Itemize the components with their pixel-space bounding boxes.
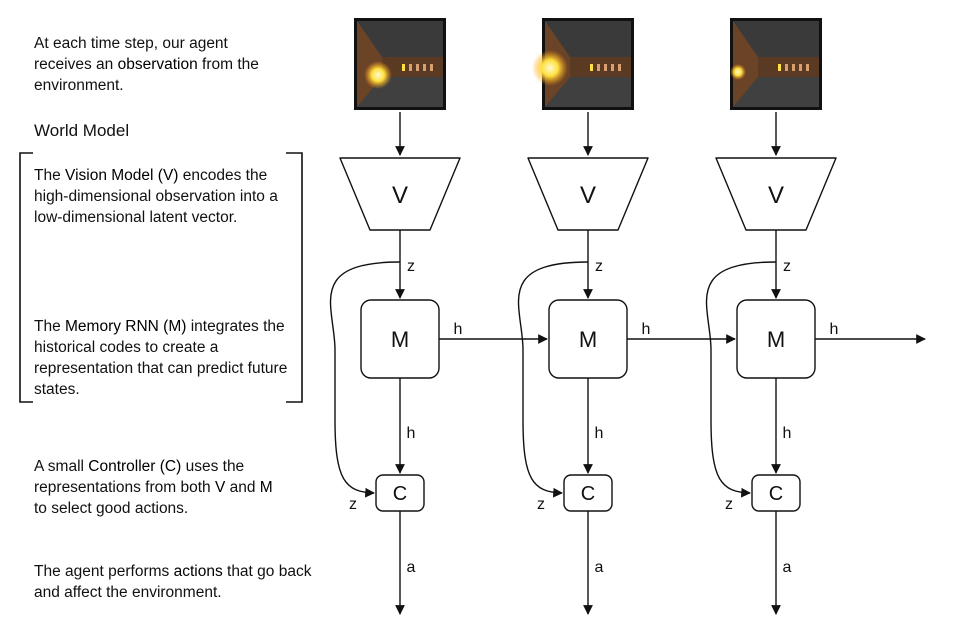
latent-skip-arrow [517, 261, 589, 498]
controller-description: A small Controller (C) uses the represen… [34, 458, 273, 517]
wall-light [792, 64, 795, 71]
fireball [532, 50, 568, 86]
latent-label: z [407, 258, 415, 275]
wall-light [604, 64, 607, 71]
wall-light [799, 64, 802, 71]
wall-light [785, 64, 788, 71]
fireball [730, 64, 746, 80]
wall-light [402, 64, 405, 71]
wall-light [430, 64, 433, 71]
actions-description: The agent performs actions that go back … [34, 563, 312, 601]
frame-back-wall [570, 57, 631, 77]
latent-skip-arrow [705, 261, 777, 498]
wall-light [778, 64, 781, 71]
fireball [364, 61, 392, 89]
hidden-label: h [595, 425, 604, 442]
wall-light [423, 64, 426, 71]
world-model-heading: World Model [34, 121, 130, 140]
memory-rnn-label: M [767, 327, 785, 352]
world-model-bracket [19, 152, 303, 403]
latent-label: z [783, 258, 791, 275]
latent-skip-label: z [537, 496, 545, 513]
action-label: a [783, 559, 792, 576]
vision-model-label: V [768, 182, 784, 209]
observation-description: At each time step, our agent receives an… [34, 35, 259, 94]
action-label: a [407, 559, 416, 576]
latent-skip-label: z [349, 496, 357, 513]
vision-model-node [339, 157, 461, 231]
vision-model-label: V [392, 182, 408, 209]
hidden-label: h [407, 425, 416, 442]
memory-rnn-label: M [391, 327, 409, 352]
recurrent-hidden-label: h [830, 321, 839, 338]
memory-rnn-description: The Memory RNN (M) integrates the histor… [34, 318, 288, 398]
latent-label: z [595, 258, 603, 275]
wall-light [416, 64, 419, 71]
observation-frame [730, 18, 822, 110]
latent-skip-arrow [329, 261, 401, 498]
wall-light [590, 64, 593, 71]
vision-model-description: The Vision Model (V) encodes the high-di… [34, 167, 278, 226]
frame-back-wall [758, 57, 819, 77]
wall-light [409, 64, 412, 71]
memory-rnn-label: M [579, 327, 597, 352]
vision-model-node [527, 157, 649, 231]
frame-back-wall [382, 57, 443, 77]
controller-label: C [581, 483, 595, 505]
controller-label: C [393, 483, 407, 505]
controller-label: C [769, 483, 783, 505]
recurrent-hidden-label: h [454, 321, 463, 338]
wall-light [611, 64, 614, 71]
wall-light [597, 64, 600, 71]
observation-frame [532, 18, 634, 110]
latent-skip-label: z [725, 496, 733, 513]
vision-model-node [715, 157, 837, 231]
frame-side-wall [733, 21, 758, 107]
wall-light [806, 64, 809, 71]
observation-frame [354, 18, 446, 110]
hidden-label: h [783, 425, 792, 442]
recurrent-hidden-label: h [642, 321, 651, 338]
action-label: a [595, 559, 604, 576]
wall-light [618, 64, 621, 71]
vision-model-label: V [580, 182, 596, 209]
